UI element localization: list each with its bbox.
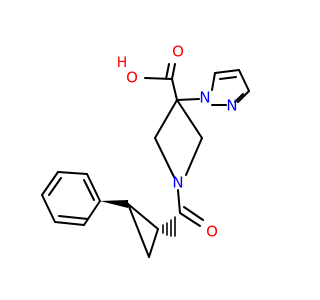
bond-carboxyl-c-o-1 xyxy=(171,63,176,80)
bond-n1-c5 xyxy=(211,72,216,91)
wedge-bond-phenyl-cyclopropane xyxy=(100,200,128,208)
bond-layer xyxy=(41,63,250,258)
hashed-bond-cyclopropane-carbonyl xyxy=(162,216,176,237)
bond-c5-c4 xyxy=(214,69,240,74)
pyrazole-n2-label: N xyxy=(226,97,237,115)
molecule-diagram: O H O N N N O xyxy=(41,42,250,258)
structure-svg: O H O N N N O xyxy=(41,43,250,258)
bond-pipn-carbonyl-c xyxy=(177,189,181,214)
bond-c4-c5-pip xyxy=(176,99,203,139)
piperidine-nitrogen-label: N xyxy=(172,174,183,192)
carboxyl-hydrogen-label: H xyxy=(117,55,128,71)
bond-carboxyl-c-o-2 xyxy=(165,63,170,80)
bond-ph-3 xyxy=(41,194,56,223)
bond-ph-6-inner xyxy=(83,179,95,201)
bond-ph-6 xyxy=(86,173,101,202)
bond-c5-c4-inner xyxy=(219,76,237,80)
bond-cp2-cp3 xyxy=(148,228,159,258)
bond-ph-4 xyxy=(41,171,59,196)
bond-c3-n2 xyxy=(237,90,250,103)
bond-c4-carboxyl-c xyxy=(171,78,178,101)
carboxyl-oxygen-hydroxyl-label: O xyxy=(126,69,138,87)
bond-c5-c6-pip xyxy=(185,137,203,176)
bond-ph-1 xyxy=(83,200,101,226)
bond-ph-4-inner xyxy=(48,177,62,196)
carboxyl-oxygen-carbonyl-label: O xyxy=(172,43,184,61)
bond-carboxyl-c-oh xyxy=(144,77,173,80)
bond-ph-2-inner xyxy=(58,215,89,220)
bond-c3-c2-pip xyxy=(154,137,175,178)
bond-cp3-cp1 xyxy=(127,203,159,230)
bond-c4-c3 xyxy=(238,69,250,92)
pyrazole-n1-label: N xyxy=(199,89,210,107)
bond-amide-co-1 xyxy=(179,212,201,227)
bond-c3-n2-inner xyxy=(234,93,244,103)
bond-cp1-cp2 xyxy=(127,203,150,258)
bond-amide-co-2 xyxy=(183,206,204,221)
bond-c4-pyrazole-n1 xyxy=(176,98,200,101)
bond-ph-5 xyxy=(57,171,88,175)
amide-oxygen-label: O xyxy=(206,223,218,241)
bond-ph-2 xyxy=(54,221,85,226)
bond-c4-c3-pip xyxy=(154,99,178,139)
